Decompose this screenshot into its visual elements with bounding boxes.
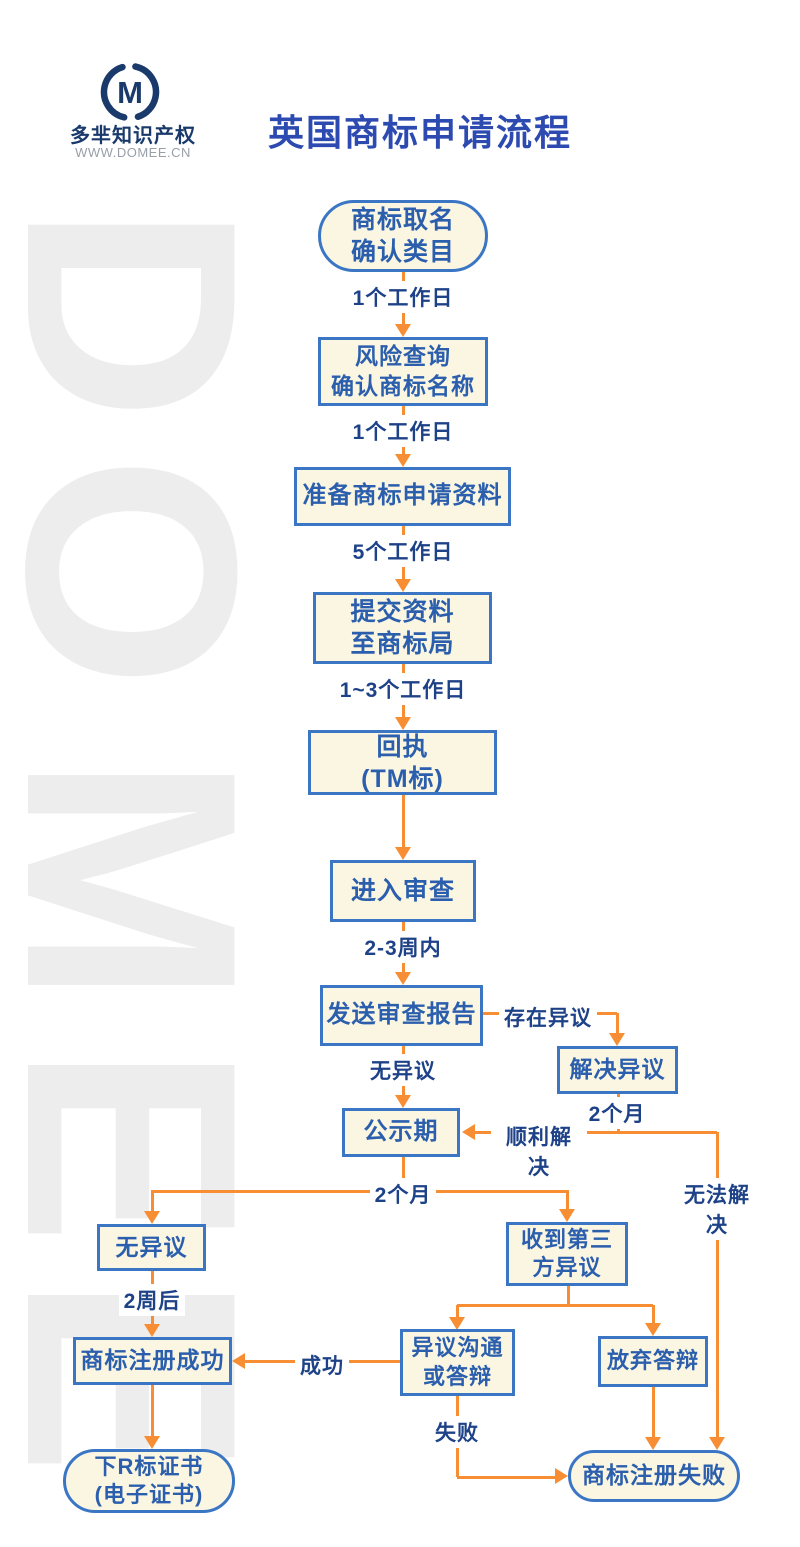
connector-branch-thirdparty [565, 1190, 569, 1209]
page-title: 英国商标申请流程 [268, 112, 573, 153]
connector-split-defense [455, 1305, 459, 1317]
edge-label-step2: 1个工作日 [343, 415, 463, 447]
node-submit-docs: 提交资料 至商标局 [313, 592, 492, 664]
watermark-letter-o: O [0, 432, 300, 712]
arrowhead-down [395, 324, 411, 337]
edge-label-two-weeks: 2周后 [112, 1284, 192, 1316]
node-prepare-docs: 准备商标申请资料 [294, 467, 511, 526]
domee-logo-icon: M [100, 62, 160, 122]
company-name: 多芈知识产权 [70, 125, 196, 147]
node-publication: 公示期 [342, 1108, 460, 1157]
arrowhead-down [559, 1209, 575, 1222]
arrowhead-down [395, 1095, 411, 1108]
connector-unresolved-fail [715, 1132, 719, 1437]
edge-label-unresolved: 无法解决 [669, 1178, 765, 1240]
arrowhead-down [609, 1033, 625, 1046]
arrowhead-down [395, 972, 411, 985]
edge-label-no-objection: 无异议 [353, 1054, 453, 1086]
arrowhead-down [395, 717, 411, 730]
arrowhead-down [395, 847, 411, 860]
node-exam-report: 发送审查报告 [320, 985, 483, 1046]
arrowhead-down [645, 1437, 661, 1450]
arrowhead-right [555, 1468, 568, 1484]
node-risk-check: 风险查询 确认商标名称 [318, 337, 488, 406]
node-naming: 商标取名 确认类目 [318, 200, 488, 272]
arrowhead-down [144, 1324, 160, 1337]
node-no-objection: 无异议 [97, 1224, 206, 1271]
edge-label-step4: 1~3个工作日 [328, 673, 478, 705]
arrowhead-down [395, 579, 411, 592]
arrowhead-down [645, 1323, 661, 1336]
connector-abandon-fail [651, 1387, 655, 1437]
connector-publication-branch [401, 1157, 405, 1191]
edge-label-step3: 5个工作日 [343, 535, 463, 567]
arrowhead-down [449, 1317, 465, 1330]
edge-label-success: 成功 [287, 1349, 357, 1381]
connector-defense-fail-run [457, 1475, 555, 1479]
node-receipt: 回执 (TM标) [308, 730, 497, 795]
company-website: WWW.DOMEE.CN [75, 145, 191, 160]
connector-branch-noobjection [150, 1190, 154, 1211]
connector-thirdparty-split [566, 1286, 570, 1305]
arrowhead-down [395, 454, 411, 467]
edge-label-exist-objection: 存在异议 [498, 1001, 598, 1033]
watermark-letter-d: D [0, 173, 300, 453]
edge-label-resolved: 顺利解决 [491, 1120, 587, 1182]
connector-success-certificate [150, 1385, 154, 1436]
arrowhead-down [144, 1211, 160, 1224]
node-objection-defense: 异议沟通 或答辩 [400, 1329, 515, 1396]
logo-letter: M [117, 75, 143, 110]
edge-label-failure: 失败 [422, 1416, 492, 1448]
node-register-success: 商标注册成功 [73, 1337, 232, 1385]
node-third-party-objection: 收到第三 方异议 [506, 1222, 628, 1286]
arrowhead-left [462, 1124, 475, 1140]
node-register-fail: 商标注册失败 [568, 1450, 740, 1502]
edge-label-step1: 1个工作日 [343, 281, 463, 313]
node-certificate: 下R标证书 (电子证书) [63, 1449, 235, 1513]
arrowhead-left [232, 1353, 245, 1369]
connector-resolved-publication [475, 1130, 717, 1134]
edge-label-two-months-publication: 2个月 [363, 1178, 443, 1210]
arrowhead-down [709, 1437, 725, 1450]
edge-label-step5: 2-3周内 [343, 931, 463, 963]
connector-branch-bar [152, 1189, 567, 1193]
watermark-letter-m: M [0, 740, 300, 1020]
node-examination: 进入审查 [330, 860, 476, 922]
node-resolve-objection: 解决异议 [557, 1046, 678, 1094]
node-abandon-defense: 放弃答辩 [598, 1336, 708, 1387]
connector-report-resolve-drop [615, 1013, 619, 1033]
connector-receipt-examination [401, 795, 405, 847]
connector-split-abandon [651, 1305, 655, 1323]
connector-split-bar [457, 1303, 653, 1307]
edge-label-two-months-resolve: 2个月 [577, 1097, 657, 1129]
arrowhead-down [144, 1436, 160, 1449]
